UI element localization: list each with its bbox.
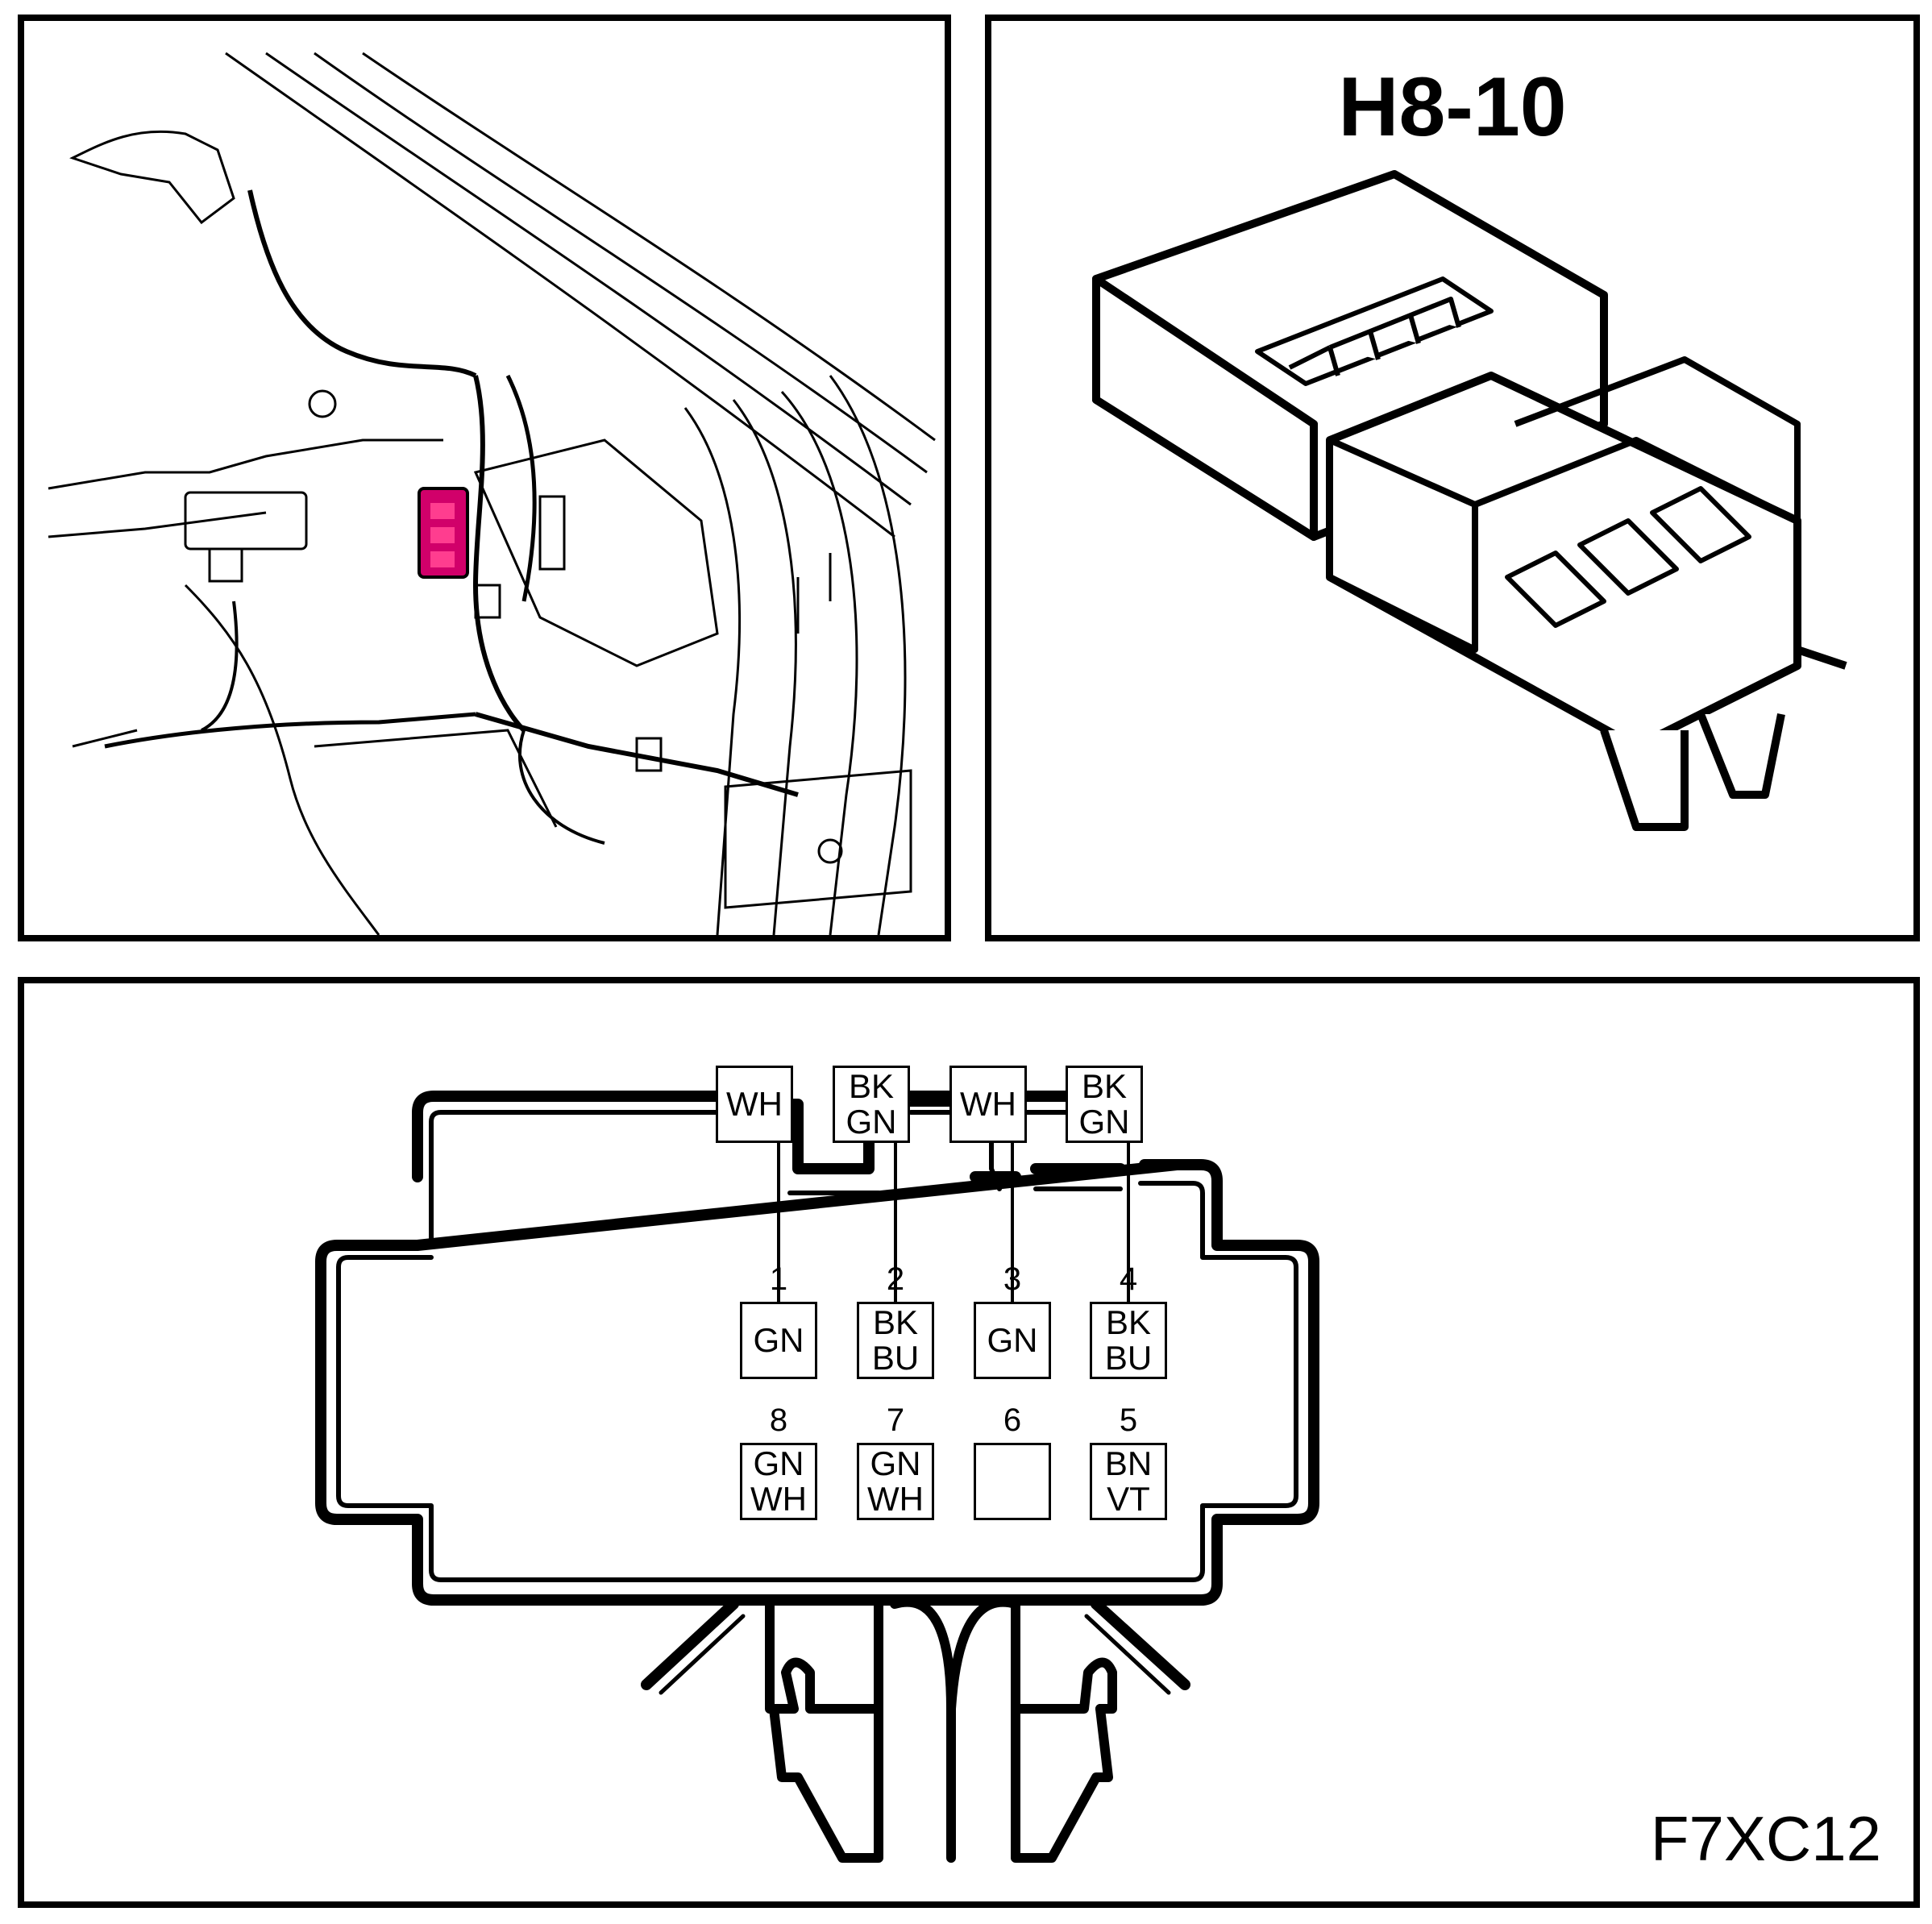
pin-number: 2 [886,1261,905,1297]
pin-number: 5 [1119,1402,1138,1438]
figure-code: F7XC12 [1650,1803,1881,1874]
wire-color-box: WH [716,1066,793,1143]
pin-number: 4 [1119,1261,1138,1297]
connector-id-title: H8-10 [1338,60,1567,154]
pin-number: 7 [886,1402,905,1438]
pin-number: 1 [769,1261,788,1297]
connector-face-outline [315,1091,1319,1863]
pin-cavity-empty [974,1443,1051,1520]
pin-cavity: GN [740,1302,817,1379]
vehicle-location-drawing [48,52,936,935]
connector-isometric-drawing [1092,170,1847,831]
pin-number: 8 [769,1402,788,1438]
connector-view-panel: H8-10 [985,15,1920,941]
pin-cavity: GN [974,1302,1051,1379]
pin-number: 6 [1003,1402,1022,1438]
location-view-panel [18,15,951,941]
wire-color-box: WH [949,1066,1027,1143]
pin-number: 3 [1003,1261,1022,1297]
